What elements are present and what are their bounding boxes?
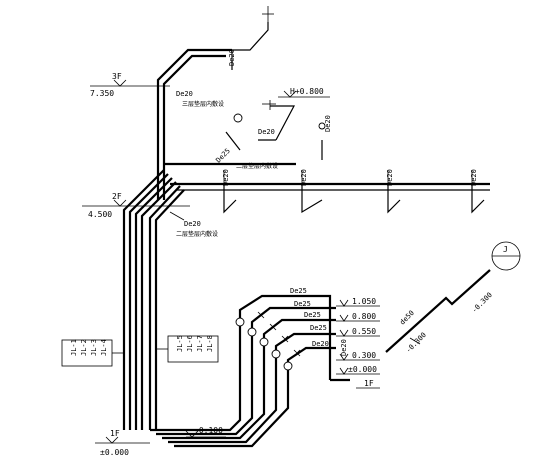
pipe-label-de50: de50 (398, 309, 416, 327)
label-neg-0100: -0.100 (194, 426, 223, 435)
level-1f-label: 1F (110, 429, 120, 438)
elev-0800: 0.800 (352, 312, 376, 321)
riser-label-jl7: JL-7 (196, 335, 204, 352)
pipe-label-de25-1: De25 (290, 287, 307, 295)
pipe-label-de25-2: De25 (294, 300, 311, 308)
level-marker-3f: 3F 7.350 (90, 72, 170, 98)
pipe-label-de25-4: De25 (310, 324, 327, 332)
riser-label-jl2: JL-2 (80, 339, 88, 356)
upper-fixture: H+0.800 De20 De25 二层垫层内敷设 De20 (214, 87, 332, 170)
drain-slope: de50 -0.300 -0.300 (385, 269, 494, 355)
pipe-label-riser-2: De20 (300, 169, 308, 186)
elev-0550: 0.550 (352, 327, 376, 336)
riser-label-jl1: JL-1 (70, 339, 78, 356)
riser-label-jl4: JL-4 (100, 339, 108, 356)
valve-icon-3 (259, 337, 269, 347)
detail-marker-label: J (503, 245, 508, 254)
valve-icon-4 (271, 349, 281, 359)
level-2f-label: 2F (112, 192, 122, 201)
level-3f-elevation: 7.350 (90, 89, 114, 98)
elev-1050: 1.050 (352, 297, 376, 306)
riser-label-jl5: JL-5 (176, 335, 184, 352)
level-marker-1f: 1F ±0.000 (95, 429, 150, 457)
top-branch: De20 De20 三层垫层内敷设 (156, 6, 274, 200)
pipe-label-de20-mid: De20 (176, 90, 193, 98)
pipe-label-de20-rise: De20 (324, 115, 332, 132)
pipe-label-de25-3: De25 (304, 311, 321, 319)
valve-icon-1 (235, 317, 245, 327)
riser-bundle (122, 169, 185, 430)
slope-label-a: -0.300 (404, 331, 428, 355)
detail-marker: J (491, 241, 521, 271)
valve-icon (233, 113, 243, 123)
level-2f-elevation: 4.500 (88, 210, 112, 219)
pipe-label-de20-low: De20 (312, 340, 329, 348)
pipe-label-de20-vertical: De20 (340, 339, 348, 356)
note-floor3: 三层垫层内敷设 (182, 100, 224, 108)
riser-label-jl3: JL-3 (90, 339, 98, 356)
slope-label-b: -0.300 (470, 291, 494, 315)
riser-labels-left: JL-1 JL-2 JL-3 JL-4 (61, 339, 124, 367)
pipe-label-riser-4: De20 (470, 169, 478, 186)
pipe-label-riser-1: De20 (222, 169, 230, 186)
right-floor-label: 1F (364, 379, 374, 388)
elevation-ladder: 1.050 0.800 0.550 0.300 ±0.000 1F (336, 297, 380, 389)
level-1f-elevation: ±0.000 (100, 448, 129, 457)
elev-0300: 0.300 (352, 351, 376, 360)
pipe-label-de25-branch: De25 (214, 147, 232, 165)
pipe-label-de20-2f: De20 (184, 220, 201, 228)
pipe-label-de20-upper: De20 (258, 128, 275, 136)
pipe-label-de20-top: De20 (228, 49, 236, 66)
valve-icon-5 (283, 361, 293, 371)
elev-0000: ±0.000 (348, 365, 377, 374)
riser-label-jl6: JL-6 (186, 335, 194, 352)
label-h-plus: H+0.800 (290, 87, 324, 96)
note-floor2b: 二层垫层内敷设 (176, 230, 218, 238)
level-3f-label: 3F (112, 72, 122, 81)
pipe-label-riser-3: De20 (386, 169, 394, 186)
valve-icon-small (318, 122, 326, 130)
riser-labels-right: JL-5 JL-6 JL-7 JL-8 (156, 335, 219, 363)
level2-distribution: De20 De20 De20 De20 De20 二层垫层内敷设 (164, 162, 490, 238)
riser-label-jl8: JL-8 (206, 335, 214, 352)
lower-branches: De25 De25 De25 De25 De20 De20 -0.100 (150, 287, 350, 448)
note-floor2a: 二层垫层内敷设 (236, 162, 278, 170)
valve-icon-2 (247, 327, 257, 337)
